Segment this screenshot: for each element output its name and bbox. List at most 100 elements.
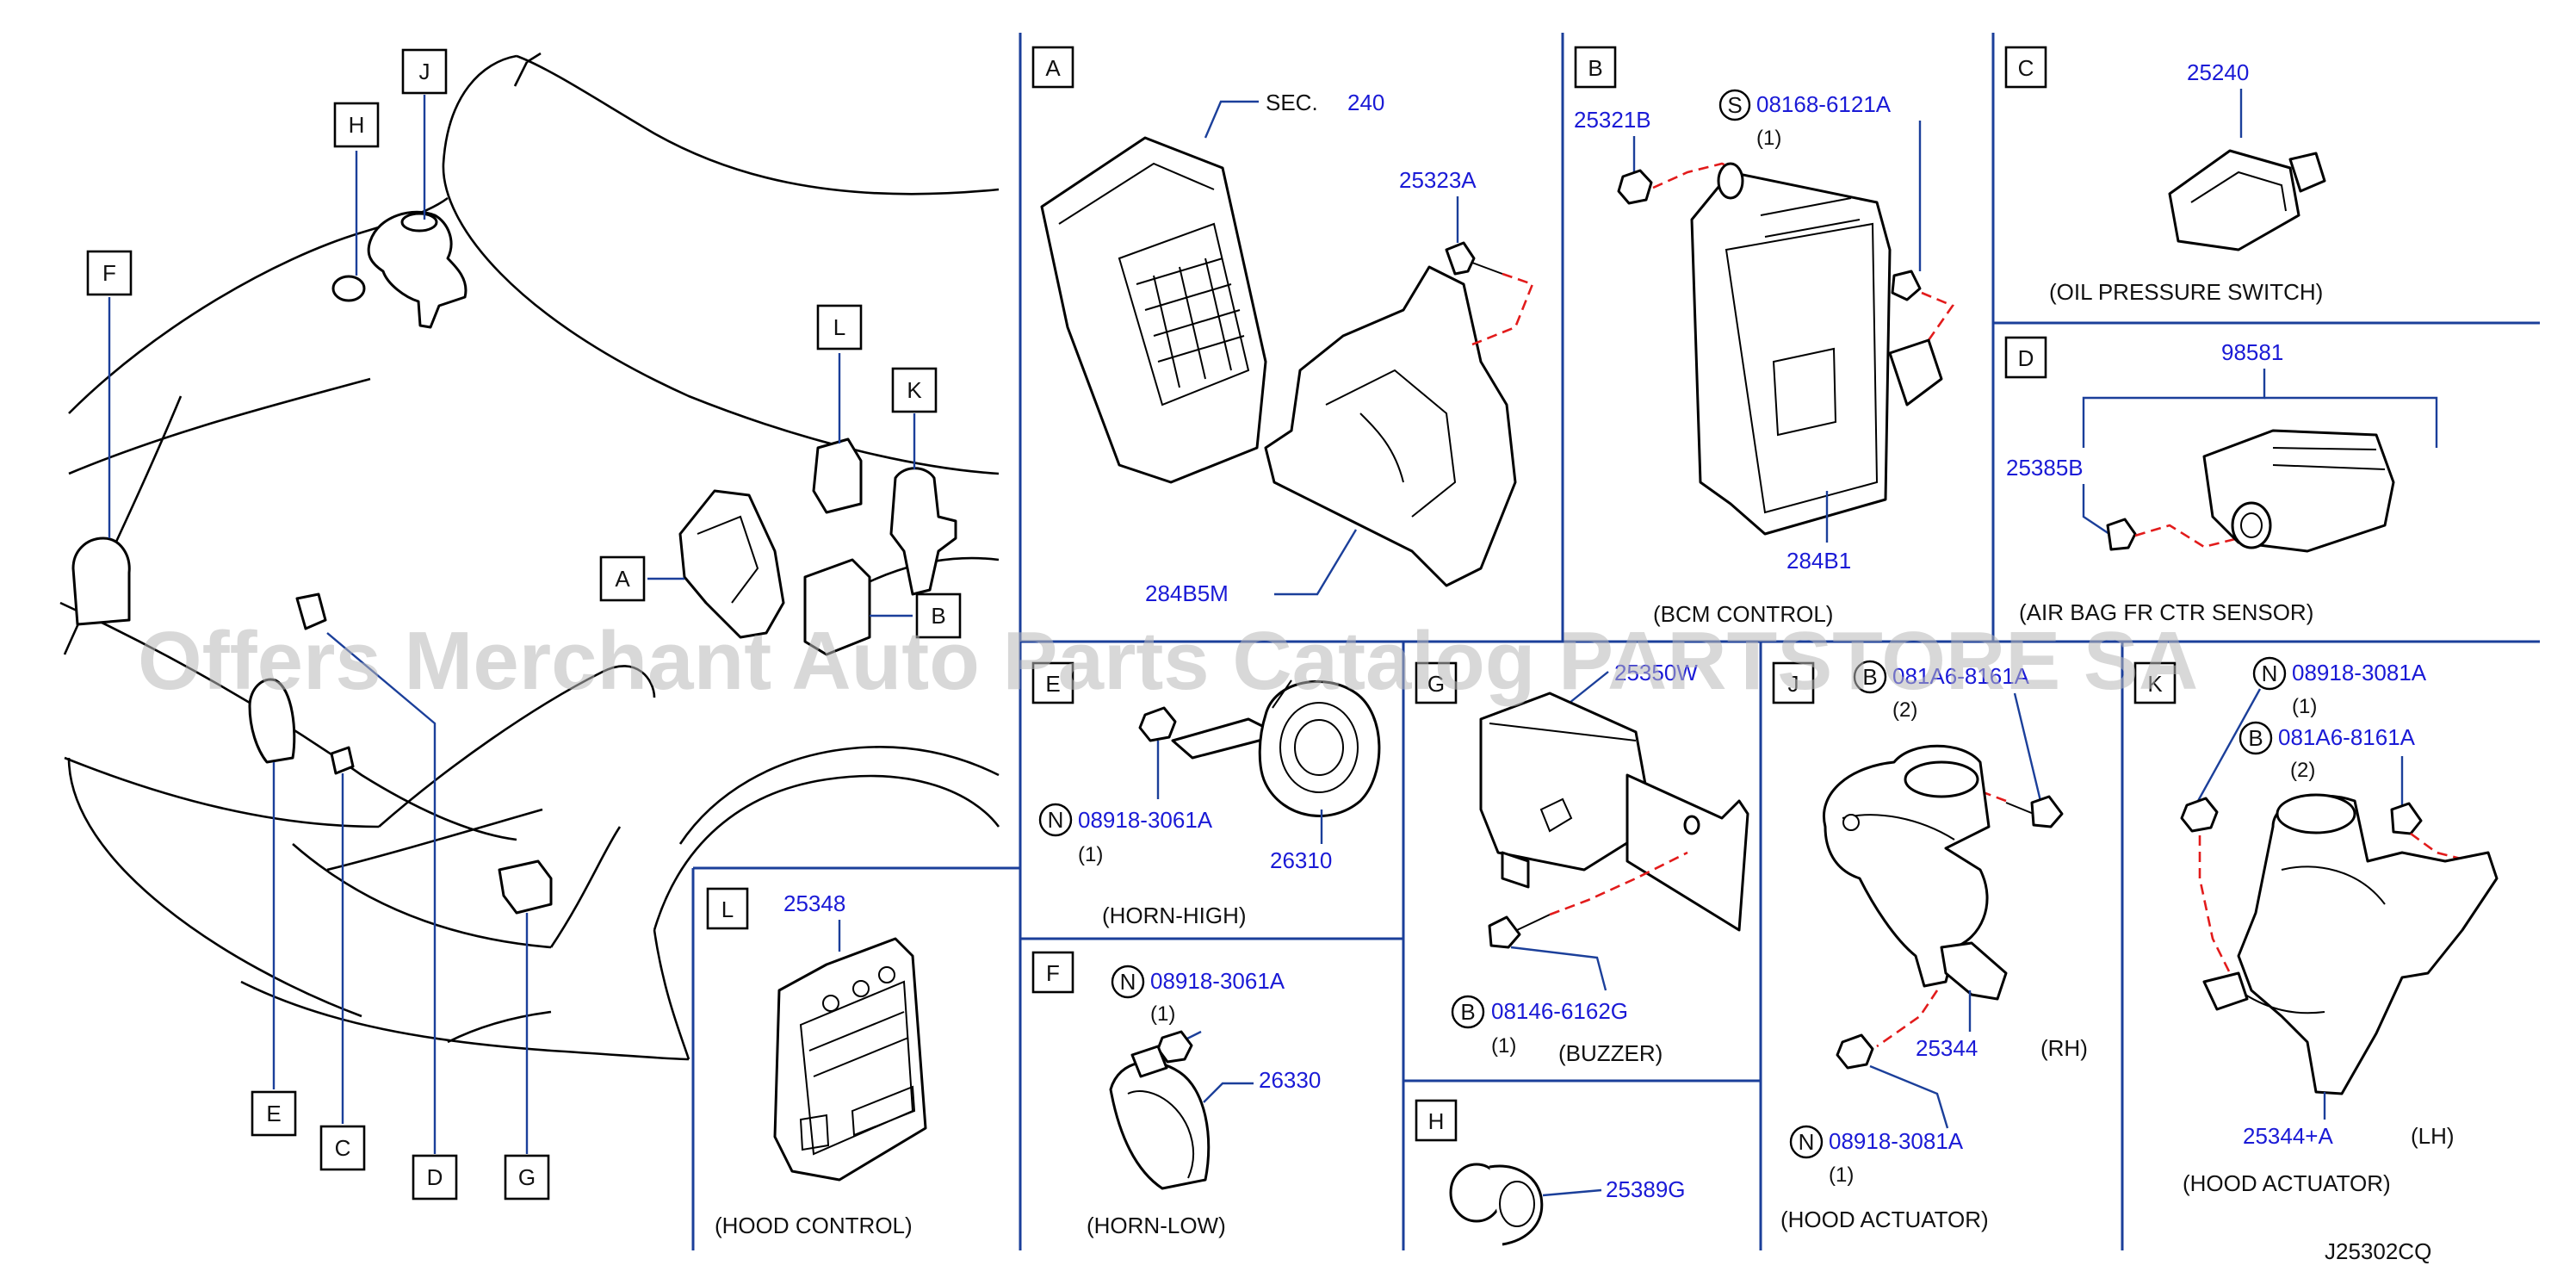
panel-f-nut-number: 08918-3061A: [1150, 968, 1285, 994]
panel-g-bolt-number: 08146-6162G: [1491, 998, 1628, 1024]
overview-leaders: [108, 95, 916, 1154]
panel-c: C 25240 (OIL PRESSURE SWITCH): [2004, 46, 2326, 305]
overview-label-b: B: [931, 603, 945, 629]
panel-e-nut-qty: (1): [1078, 843, 1103, 866]
panel-e-part-26310: 26310: [1270, 847, 1332, 873]
panel-d-letter: D: [2018, 345, 2034, 371]
panel-f-part-26330: 26330: [1259, 1067, 1321, 1093]
panel-j-letter: J: [1788, 671, 1799, 697]
panel-e-nut-number: 08918-3061A: [1078, 807, 1213, 833]
diagram-code: J25302CQ: [2325, 1238, 2431, 1264]
panel-k-side: (LH): [2411, 1123, 2455, 1149]
overview-box-f: F: [86, 250, 133, 296]
panel-k: K N 08918-3081A (1) B 081A6-8161A (2) 25…: [2133, 656, 2499, 1196]
panel-k-nut-qty: (1): [2292, 695, 2317, 718]
panel-g-part-25350w: 25350W: [1614, 660, 1698, 686]
panel-j-nut-prefix: N: [1799, 1129, 1815, 1155]
overview-box-b: B: [915, 592, 962, 639]
panel-k-bolt-qty: (2): [2290, 759, 2315, 782]
panel-l: L 25348 (HOOD CONTROL): [706, 887, 927, 1238]
panel-g-letter: G: [1427, 671, 1445, 697]
panel-g: G 25350W B 08146-6162G (1) (BUZZER): [1415, 660, 1749, 1066]
panel-j-nut-qty: (1): [1829, 1163, 1854, 1187]
panel-g-bolt-prefix: B: [1460, 999, 1475, 1025]
overview-box-j: J: [401, 48, 448, 95]
overview-label-e: E: [266, 1101, 281, 1126]
panel-a-part-25323a: 25323A: [1399, 167, 1477, 193]
panel-f-nut-qty: (1): [1150, 1002, 1175, 1026]
overview-box-a: A: [599, 555, 646, 602]
panel-j-caption: (HOOD ACTUATOR): [1780, 1207, 1989, 1232]
panel-b-part-284b1: 284B1: [1786, 548, 1851, 574]
panel-l-letter: L: [721, 896, 734, 922]
panel-e-nut-prefix: N: [1048, 807, 1064, 833]
overview-letter-boxes: J H F L K A B E: [86, 48, 962, 1200]
overview-box-l: L: [816, 304, 863, 351]
panel-k-bolt-prefix: B: [2248, 725, 2263, 751]
panel-j-bolt-number: 081A6-8161A: [1892, 663, 2030, 689]
panel-c-letter: C: [2018, 55, 2034, 81]
overview-box-g: G: [504, 1154, 550, 1200]
panel-d-part-98581: 98581: [2221, 339, 2283, 365]
panel-j: J B 081A6-8161A (2) 25344 (RH) N 08918-3…: [1772, 660, 2088, 1232]
panel-a: A SEC. 240 25323A 284B5M: [1031, 46, 1534, 606]
panel-k-nut-number: 08918-3081A: [2292, 660, 2427, 686]
panel-b: B 25321B S 08168-6121A (1) 284B1 (BCM CO…: [1574, 46, 1954, 627]
panel-j-bolt-prefix: B: [1862, 664, 1877, 690]
overview-label-l: L: [833, 314, 845, 340]
panel-frames: [691, 33, 2540, 1250]
panel-d: D 98581 25385B (AIR BAG FR CTR SENSOR): [2004, 336, 2438, 625]
overview-components: [71, 210, 957, 915]
panel-a-sec-number: 240: [1347, 90, 1384, 115]
overview-box-c: C: [319, 1125, 366, 1171]
panel-j-nut-number: 08918-3081A: [1829, 1128, 1964, 1154]
panel-d-part-25385b: 25385B: [2006, 455, 2084, 481]
panel-c-part-25240: 25240: [2187, 59, 2249, 85]
panel-j-part-25344: 25344: [1916, 1035, 1978, 1061]
panel-c-caption: (OIL PRESSURE SWITCH): [2049, 279, 2323, 305]
panel-h-letter: H: [1428, 1108, 1445, 1134]
panel-l-part-25348: 25348: [783, 890, 845, 916]
panel-e-letter: E: [1045, 671, 1060, 697]
panel-d-caption: (AIR BAG FR CTR SENSOR): [2019, 599, 2313, 625]
overview-box-d: D: [412, 1154, 458, 1200]
panel-l-caption: (HOOD CONTROL): [715, 1213, 913, 1238]
panel-b-letter: B: [1588, 55, 1602, 81]
panel-b-bolt-qty: (1): [1756, 127, 1781, 150]
panel-j-bolt-qty: (2): [1892, 698, 1917, 722]
panel-k-letter: K: [2147, 671, 2163, 697]
overview-label-d: D: [427, 1164, 443, 1190]
panel-f-nut-prefix: N: [1120, 969, 1136, 995]
panel-f: F N 08918-3061A (1) 26330 (HORN-LOW): [1031, 951, 1321, 1238]
panel-j-side: (RH): [2040, 1035, 2088, 1061]
panel-h: H 25389G: [1415, 1099, 1686, 1246]
panel-b-bolt-prefix: S: [1727, 92, 1742, 118]
panel-f-caption: (HORN-LOW): [1087, 1213, 1226, 1238]
overview-label-f: F: [102, 260, 116, 286]
panel-b-caption: (BCM CONTROL): [1653, 601, 1833, 627]
panel-b-bolt-number: 08168-6121A: [1756, 91, 1892, 117]
overview-label-h: H: [349, 112, 365, 138]
panel-k-nut-prefix: N: [2262, 661, 2278, 686]
overview-label-j: J: [419, 59, 430, 84]
panel-b-part-25321b: 25321B: [1574, 107, 1651, 133]
panel-a-letter: A: [1045, 55, 1061, 81]
panel-a-part-284b5m: 284B5M: [1145, 580, 1229, 606]
overview-label-c: C: [335, 1135, 351, 1161]
panel-k-bolt-number: 081A6-8161A: [2278, 724, 2416, 750]
panel-g-bolt-qty: (1): [1491, 1034, 1516, 1058]
overview-label-g: G: [518, 1164, 536, 1190]
panel-k-caption: (HOOD ACTUATOR): [2183, 1170, 2391, 1196]
panel-e-caption: (HORN-HIGH): [1102, 903, 1247, 928]
overview-box-e: E: [251, 1090, 297, 1137]
panel-h-part-25389g: 25389G: [1606, 1176, 1686, 1202]
overview-box-h: H: [333, 102, 380, 148]
panel-a-sec-label: SEC.: [1266, 90, 1318, 115]
watermark-text: Offers Merchant Auto Parts Catalog PARTS…: [138, 615, 2198, 707]
overview-label-k: K: [907, 377, 922, 403]
panel-e: E N 08918-3061A (1) 26310 (HORN-HIGH): [1031, 661, 1381, 928]
overview-label-a: A: [615, 566, 630, 592]
panel-g-caption: (BUZZER): [1558, 1040, 1663, 1066]
overview-box-k: K: [891, 367, 938, 413]
